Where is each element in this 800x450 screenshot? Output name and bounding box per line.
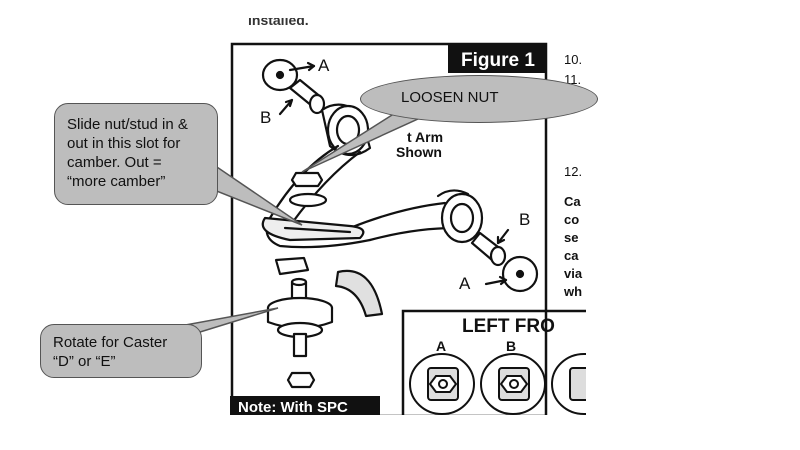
- label-b-top: B: [260, 108, 272, 127]
- col-fragment-3: se: [564, 230, 579, 245]
- col-fragment-1: Ca: [564, 194, 581, 209]
- callout-camber-line4: “more camber”: [67, 173, 166, 190]
- inset-cams: [409, 353, 586, 415]
- callout-caster: Rotate for Caster “D” or “E”: [40, 324, 202, 378]
- inset-title: LEFT FRO: [462, 316, 555, 337]
- callout-caster-line2: “D” or “E”: [53, 353, 116, 370]
- callout-loosen-nut-text: LOOSEN NUT: [401, 89, 499, 106]
- label-a-top: A: [318, 56, 330, 75]
- label-b-bottom: B: [519, 210, 531, 229]
- step-12: 12.: [564, 164, 583, 179]
- note-text: Note: With SPC: [238, 399, 348, 415]
- callout-camber-line3: camber. Out =: [67, 154, 162, 171]
- top-text-fragment: installed.: [248, 18, 309, 28]
- inset-label-b: B: [506, 338, 517, 354]
- figure-title: Figure 1: [461, 50, 535, 71]
- step-10: 10.: [564, 52, 583, 67]
- inset-label-a: A: [436, 338, 447, 354]
- col-fragment-6: wh: [564, 284, 583, 299]
- arm-caption-line2: Shown: [396, 144, 442, 160]
- arm-caption-line1: t Arm: [407, 129, 444, 145]
- callout-camber-line1: Slide nut/stud in &: [67, 116, 188, 133]
- callout-caster-line1: Rotate for Caster: [53, 334, 168, 351]
- col-fragment-2: co: [564, 212, 580, 227]
- col-fragment-4: ca: [564, 248, 579, 263]
- col-fragment-5: via: [564, 266, 583, 281]
- figure-frame: [230, 42, 586, 415]
- callout-camber-line2: out in this slot for: [67, 135, 181, 152]
- callout-camber: Slide nut/stud in & out in this slot for…: [54, 103, 218, 205]
- control-arm-drawing: [261, 58, 539, 389]
- callout-loosen-nut: LOOSEN NUT: [360, 75, 598, 123]
- label-a-bottom: A: [459, 274, 471, 293]
